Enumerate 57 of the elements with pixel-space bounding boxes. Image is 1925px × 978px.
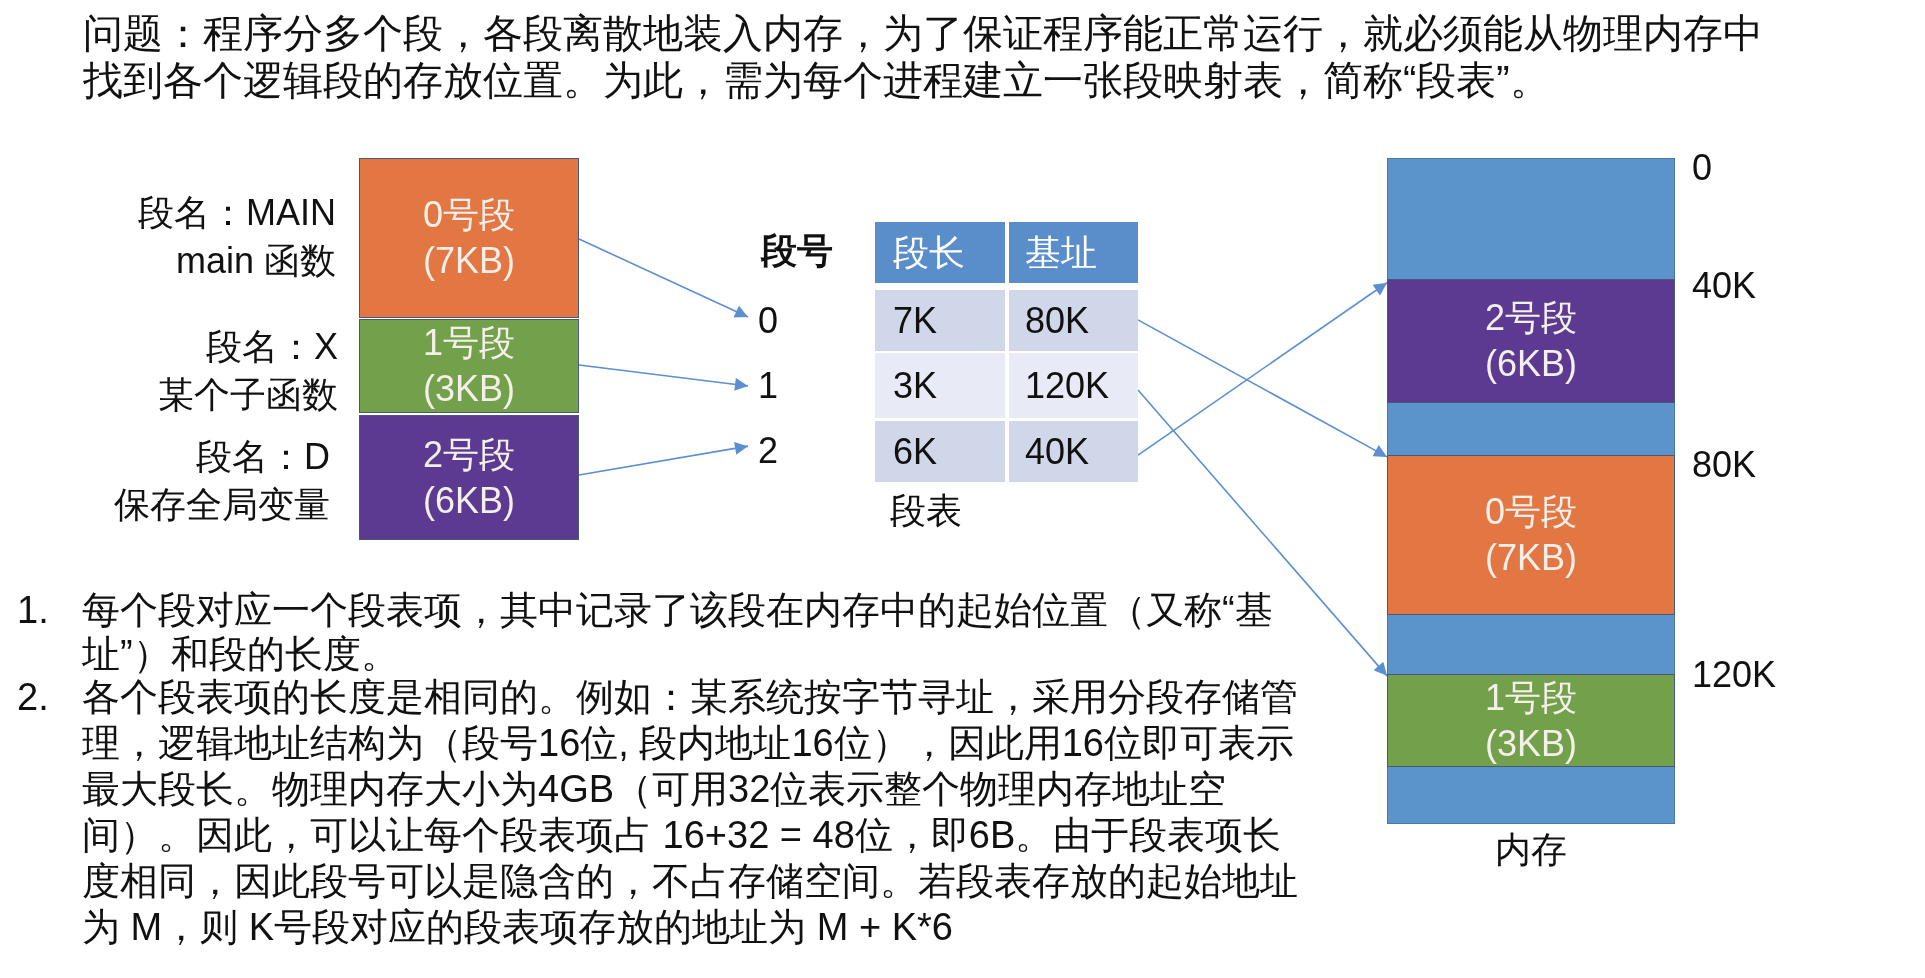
segment-size: (6KB) [1485, 342, 1577, 386]
segment-size: (7KB) [1485, 536, 1577, 580]
segment-block [1387, 279, 1675, 403]
table-row [875, 353, 1138, 418]
segment-size: (6KB) [423, 478, 515, 523]
address-label: 0 [1692, 146, 1713, 190]
segment-number: 2 [748, 429, 779, 473]
memory-caption: 内存 [1494, 828, 1568, 872]
column-header: 段长 [893, 231, 965, 275]
segment-block [1387, 455, 1675, 615]
list-number: 2. [17, 675, 49, 720]
segment-name-label: 段名：X [205, 325, 338, 369]
arrow [1137, 319, 1388, 458]
segment-size: (3KB) [1485, 721, 1577, 766]
table-row [875, 290, 1138, 351]
table-header-row [875, 222, 1138, 283]
table-row [875, 421, 1138, 482]
address-label: 120K [1692, 653, 1777, 697]
segment-label: 1号段 [423, 321, 515, 365]
base-address-value: 80K [1025, 299, 1090, 343]
segment-length-value: 6K [893, 430, 938, 474]
segment-label: 0号段 [423, 193, 515, 237]
arrow [578, 441, 749, 476]
segment-length-value: 3K [893, 364, 938, 408]
arrow [578, 238, 749, 318]
segment-label: 2号段 [423, 432, 515, 477]
segment-name-label: 段名：MAIN [138, 191, 336, 235]
question-paragraph: 问题：程序分多个段，各段离散地装入内存，为了保证程序能正常运行，就必须能从物理内存中找到各个逻辑段的存放位置。为此，需为每个进程建立一张段映射表，简称“段表”。 [83, 10, 1764, 104]
segment-size: (7KB) [423, 239, 515, 283]
segment-length-value: 7K [893, 299, 938, 343]
arrow [1137, 389, 1388, 677]
segment-size: (3KB) [423, 367, 515, 411]
segment-block [359, 158, 579, 318]
arrow [1137, 281, 1388, 456]
segment-block [359, 415, 579, 540]
column-header: 基址 [1025, 231, 1097, 275]
address-label: 80K [1692, 443, 1757, 487]
segment-number: 1 [748, 364, 779, 408]
list-number: 1. [17, 588, 49, 632]
list-paragraph: 每个段对应一个段表项，其中记录了该段在内存中的起始位置（又称“基址”）和段的长度。 [82, 588, 1274, 676]
arrow [578, 364, 749, 391]
address-label: 40K [1692, 264, 1757, 308]
segment-purpose-label: 保存全局变量 [114, 483, 330, 527]
segment-number: 0 [748, 299, 779, 343]
column-heading: 段号 [761, 229, 833, 273]
segment-purpose-label: main 函数 [174, 239, 336, 283]
segment-label: 1号段 [1485, 675, 1577, 720]
segment-purpose-label: 某个子函数 [158, 373, 338, 417]
segment-name-label: 段名：D [195, 435, 330, 479]
segment-block [1387, 674, 1675, 767]
segment-block [359, 319, 579, 413]
base-address-value: 40K [1025, 430, 1090, 474]
segment-label: 2号段 [1485, 296, 1577, 340]
segment-label: 0号段 [1485, 490, 1577, 534]
base-address-value: 120K [1025, 364, 1110, 408]
table-caption: 段表 [890, 489, 962, 533]
list-paragraph: 各个段表项的长度是相同的。例如：某系统按字节寻址，采用分段存储管理，逻辑地址结构为（段号16位, 段内地址16位），因此用16位即可表示最大段长。物理内存大小为4GB（可用32位表示整个物理内存地址空间）。因此，可以让每个段表项占 16+32 = 48位，即6B。由于段表项长度相同，因此段号可以是隐含的，不占存储空间。若段表存放的起始地址为 M，则 K号段对应的段表项存放的地址为 M + K*6 [82, 675, 1299, 950]
